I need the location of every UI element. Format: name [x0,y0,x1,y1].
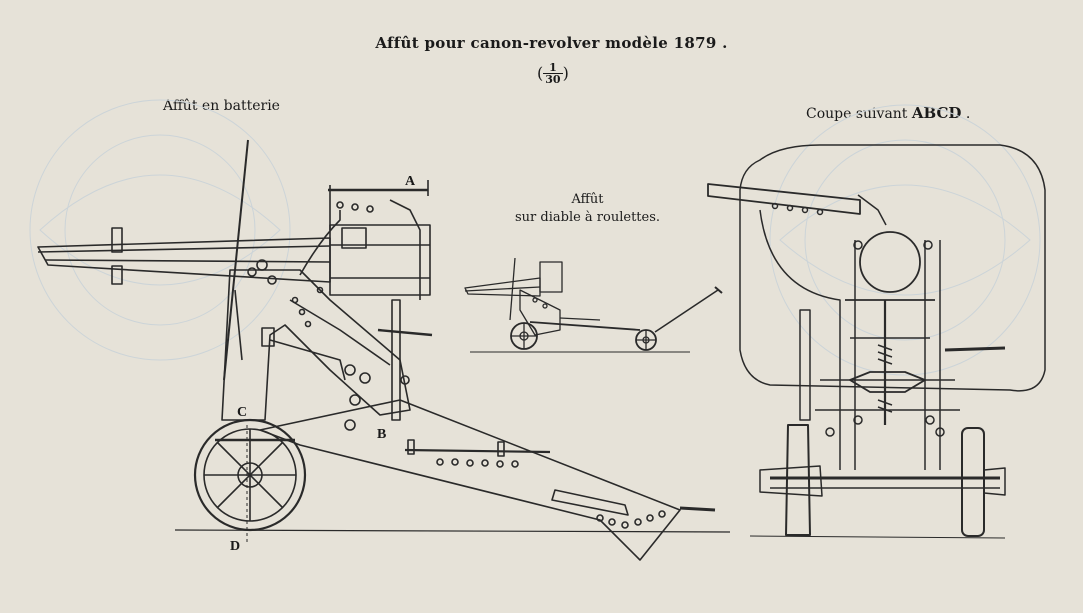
ground-line-left [174,529,731,533]
battery-view [37,139,731,561]
letter-a: A [405,174,416,189]
scale-denominator: 30 [545,73,561,86]
gun-shield [739,144,1046,392]
caption-limber-view: Affût sur diable à roulettes. [515,191,660,227]
carriage-frame [221,259,433,431]
section-wheel-right [961,427,985,537]
plate-title: Affût pour canon-revolver modèle 1879 . [375,34,728,52]
section-view [707,144,1046,539]
top-mount [328,180,429,300]
section-wheel-left [785,424,811,536]
carriage-trail [259,399,716,561]
letter-b: B [377,427,386,442]
carriage-wheel [193,418,307,532]
caption-limber-line1: Affût [571,192,604,207]
letter-d: D [230,539,240,554]
ground-line-right [749,535,1006,539]
caption-battery-view: Affût en batterie [163,98,280,114]
aiming-rod [223,139,249,381]
caption-section-suffix: . [965,106,971,122]
caption-limber-line2: sur diable à roulettes. [515,210,661,225]
watermark-rosettes [29,99,1041,376]
caption-section-letters: ABCD [911,104,962,122]
gun-barrel [37,210,431,296]
limber-view [464,257,723,353]
letter-c: C [237,405,247,420]
scale-numerator: 1 [543,62,563,74]
